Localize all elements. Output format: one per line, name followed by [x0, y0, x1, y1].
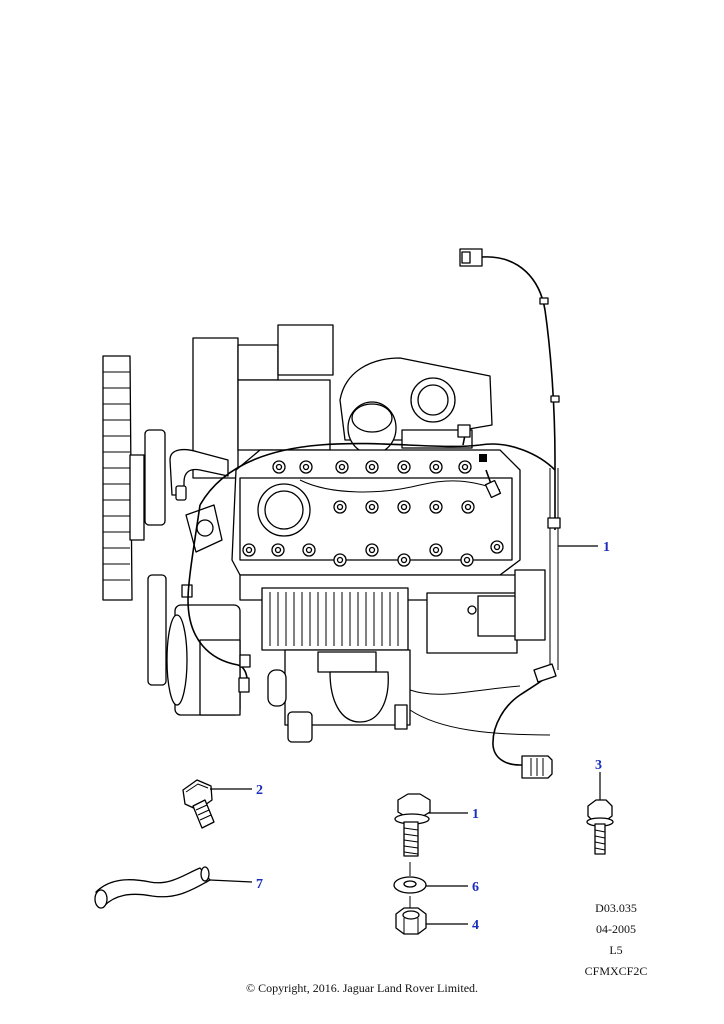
engine-wiring-harness[interactable]	[187, 248, 561, 779]
leader-lines	[209, 545, 601, 925]
nut-item-4[interactable]	[395, 896, 427, 935]
callout-6[interactable]: 6	[472, 880, 479, 895]
lower-block	[239, 574, 551, 743]
callout-2[interactable]: 2	[256, 783, 263, 798]
bolt-item-3[interactable]	[586, 799, 614, 855]
callout-1-bolt[interactable]: 1	[472, 807, 479, 822]
upper-intake	[192, 324, 493, 479]
starter-motor	[426, 569, 546, 654]
cooling-fan	[102, 355, 167, 686]
washer-item-6[interactable]	[393, 862, 427, 894]
alternator	[166, 604, 287, 716]
cylinder-head	[231, 449, 521, 576]
bolt-item-2[interactable]	[182, 779, 215, 829]
engine-assembly	[102, 324, 551, 743]
catalog-code: CFMXCF2C	[584, 964, 648, 978]
copyright-notice: © Copyright, 2016. Jaguar Land Rover Lim…	[245, 981, 479, 995]
diagram-line: L5	[609, 943, 623, 957]
callout-4[interactable]: 4	[472, 918, 479, 933]
diagram-date: 04-2005	[596, 922, 636, 936]
diagram-code: D03.035	[595, 901, 637, 915]
bolt-item-1[interactable]	[394, 793, 431, 857]
callout-7[interactable]: 7	[256, 877, 263, 892]
hose-item-7[interactable]	[94, 866, 211, 909]
callout-1-harness[interactable]: 1	[603, 540, 610, 555]
callout-3[interactable]: 3	[595, 758, 602, 773]
